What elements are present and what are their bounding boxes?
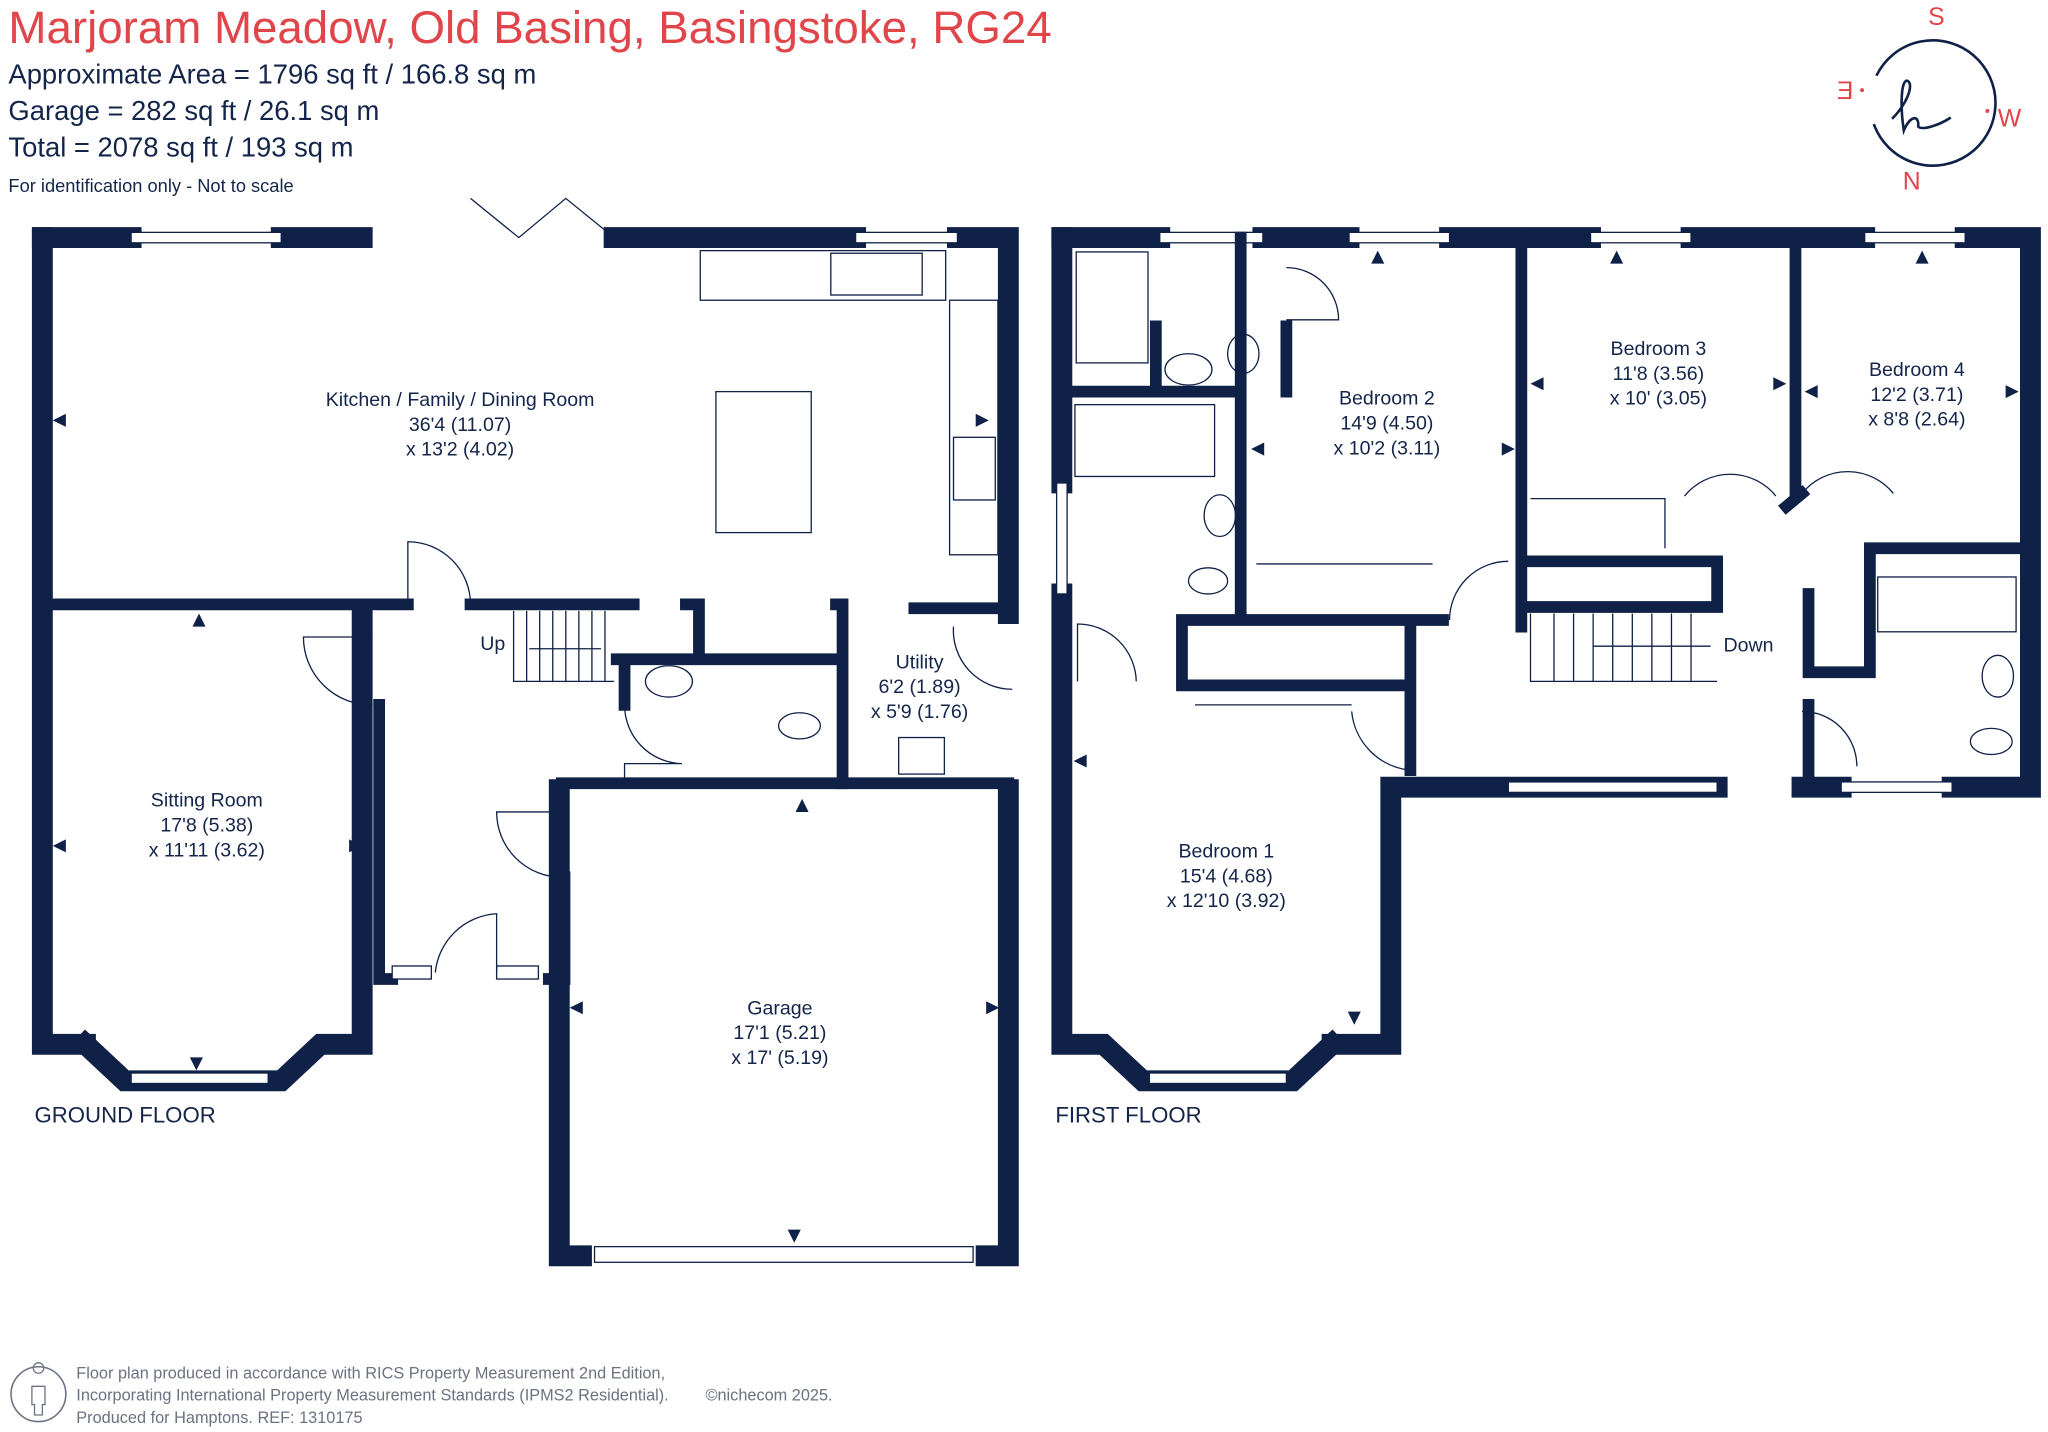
stairs-down xyxy=(1529,613,1718,683)
kitchen-worktop xyxy=(699,249,947,301)
sink-icon xyxy=(830,252,923,296)
bath-icon xyxy=(1877,576,2017,633)
front-door xyxy=(434,913,498,973)
stairs-up-label: Up xyxy=(480,633,505,655)
room-dimension: x 10' (3.05) xyxy=(1610,388,1707,410)
footer-line-3: Produced for Hamptons. REF: 1310175 xyxy=(76,1409,362,1427)
room-name: Garage xyxy=(747,997,812,1019)
room-name: Bedroom 4 xyxy=(1869,359,1965,381)
room-dimension: 17'1 (5.21) xyxy=(733,1022,826,1044)
kitchen-island xyxy=(715,390,812,534)
compass-icon: S E W N xyxy=(1837,4,2021,195)
room-name: Bedroom 2 xyxy=(1339,388,1435,410)
total-area: Total = 2078 sq ft / 193 sq m xyxy=(8,132,353,163)
room-garage: Garage 17'1 (5.21) x 17' (5.19) xyxy=(731,997,828,1069)
basin-icon xyxy=(644,665,694,698)
logo-icon xyxy=(1891,79,1952,136)
basin-icon xyxy=(1164,353,1213,386)
room-name: Sitting Room xyxy=(151,790,263,812)
room-dimension: 14'9 (4.50) xyxy=(1340,412,1433,434)
basin-icon xyxy=(1981,654,2015,698)
stairs-down-label: Down xyxy=(1723,634,1773,656)
compass-east: E xyxy=(1837,78,1854,105)
window xyxy=(1589,231,1692,244)
room-dimension: x 10'2 (3.11) xyxy=(1334,437,1441,459)
first-floor-label: FIRST FLOOR xyxy=(1055,1103,1201,1128)
room-dimension: 12'2 (3.71) xyxy=(1870,384,1963,406)
window xyxy=(854,231,959,244)
bay-window xyxy=(130,1072,269,1085)
room-dimension: 15'4 (4.68) xyxy=(1180,865,1273,887)
room-dimension: 11'8 (3.56) xyxy=(1613,363,1705,385)
toilet-icon xyxy=(1226,333,1260,374)
property-title: Marjoram Meadow, Old Basing, Basingstoke… xyxy=(8,2,1051,53)
footer: Floor plan produced in accordance with R… xyxy=(10,1362,833,1427)
room-dimension: 6'2 (1.89) xyxy=(879,676,961,698)
room-dimension: x 12'10 (3.92) xyxy=(1167,890,1286,912)
garage-area: Garage = 282 sq ft / 26.1 sq m xyxy=(8,95,379,126)
room-name: Utility xyxy=(896,651,944,673)
room-sitting-room: Sitting Room 17'8 (5.38) x 11'11 (3.62) xyxy=(149,790,265,862)
room-bedroom-1: Bedroom 1 15'4 (4.68) x 12'10 (3.92) xyxy=(1167,841,1286,913)
window xyxy=(1055,482,1068,595)
room-dimension: 36'4 (11.07) xyxy=(409,414,511,436)
basin-icon xyxy=(1203,494,1237,538)
shower-icon xyxy=(1075,251,1149,364)
compass-south: S xyxy=(1928,4,1945,31)
room-name: Bedroom 3 xyxy=(1611,338,1707,360)
stairs-up xyxy=(512,610,615,683)
footer-copyright: ©nichecom 2025. xyxy=(705,1387,832,1405)
room-dimension: x 11'11 (3.62) xyxy=(149,839,265,861)
wardrobes xyxy=(1195,498,1666,706)
toilet-icon xyxy=(1187,567,1229,595)
room-dimension: x 17' (5.19) xyxy=(731,1047,828,1069)
room-bedroom-4: Bedroom 4 12'2 (3.71) x 8'8 (2.64) xyxy=(1868,359,1965,431)
window xyxy=(130,231,282,244)
room-bedroom-2: Bedroom 2 14'9 (4.50) x 10'2 (3.11) xyxy=(1334,388,1441,460)
ground-floor-plan: Up Kitchen / Family / Dining Room 36'4 (… xyxy=(31,197,1019,1267)
toilet-icon xyxy=(1969,727,2013,756)
window xyxy=(1840,781,1953,794)
room-name: Kitchen / Family / Dining Room xyxy=(326,389,595,411)
room-dimension: 17'8 (5.38) xyxy=(160,815,253,837)
approximate-area: Approximate Area = 1796 sq ft / 166.8 sq… xyxy=(8,59,536,90)
room-dimension: x 5'9 (1.76) xyxy=(871,701,968,723)
footer-line-2: Incorporating International Property Mea… xyxy=(76,1387,668,1405)
first-floor-plan: Down Bedroom 1 15'4 (4.68) x 12'10 (3.92… xyxy=(1051,227,2041,1128)
room-utility: Utility 6'2 (1.89) x 5'9 (1.76) xyxy=(871,651,968,723)
window xyxy=(1864,231,1966,244)
utility-sink-icon xyxy=(898,736,946,775)
hob-icon xyxy=(952,436,996,501)
garage-door xyxy=(593,1245,974,1263)
shower-icon xyxy=(1074,404,1216,478)
compass-west: W xyxy=(1997,106,2021,133)
bay-window xyxy=(1148,1072,1288,1085)
room-bedroom-3: Bedroom 3 11'8 (3.56) x 10' (3.05) xyxy=(1610,338,1707,410)
room-dimension: x 8'8 (2.64) xyxy=(1868,409,1965,431)
room-name: Bedroom 1 xyxy=(1178,841,1274,863)
ground-floor-label: GROUND FLOOR xyxy=(35,1103,216,1128)
bifold-doors xyxy=(470,197,615,239)
room-kitchen: Kitchen / Family / Dining Room 36'4 (11.… xyxy=(326,389,595,461)
person-icon xyxy=(10,1365,67,1423)
footer-line-1: Floor plan produced in accordance with R… xyxy=(76,1364,665,1382)
window xyxy=(1507,781,1718,794)
window xyxy=(1348,231,1451,244)
window xyxy=(1159,231,1264,244)
toilet-icon xyxy=(777,712,822,740)
compass-north: N xyxy=(1903,168,1921,195)
disclaimer: For identification only - Not to scale xyxy=(8,175,293,196)
room-dimension: x 13'2 (4.02) xyxy=(406,439,514,461)
